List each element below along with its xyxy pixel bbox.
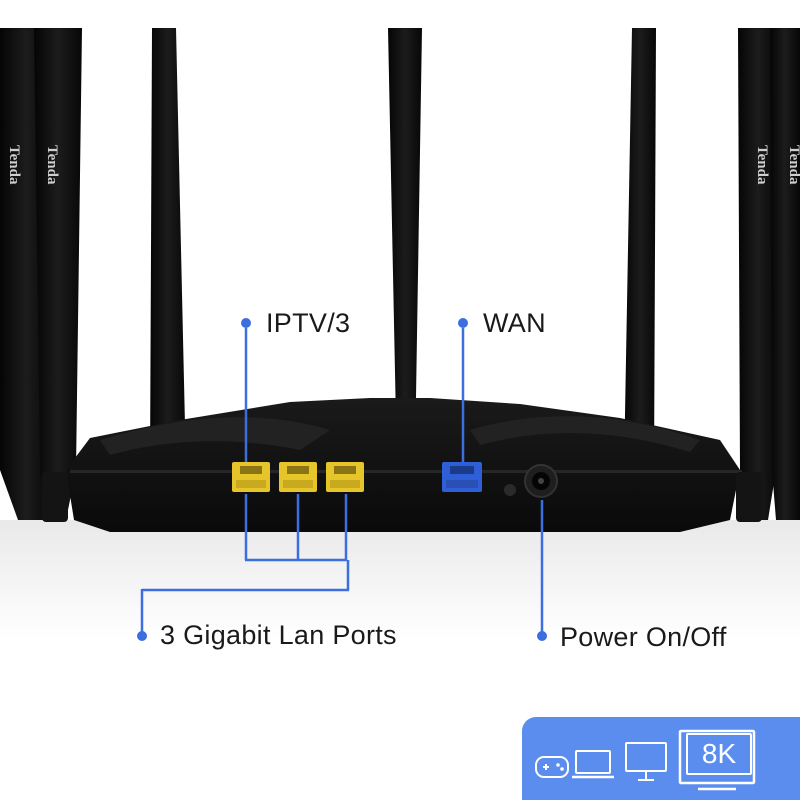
antenna-right-inner bbox=[738, 28, 778, 520]
antenna-left-inner bbox=[34, 28, 82, 520]
lan-port-2 bbox=[279, 462, 317, 492]
iptv-callout-line bbox=[241, 318, 251, 462]
antenna-left-center bbox=[150, 28, 186, 520]
antenna-brand-right-inner: Tenda bbox=[754, 145, 770, 185]
antenna-brand-right-outer: Tenda bbox=[786, 145, 800, 185]
power-label: Power On/Off bbox=[560, 622, 727, 652]
lan-port-3 bbox=[326, 462, 364, 492]
antenna-base-right bbox=[736, 472, 762, 522]
wan-label: WAN bbox=[483, 308, 546, 338]
power-jack bbox=[524, 464, 558, 498]
wan-port bbox=[442, 462, 482, 492]
device-badge: 8K bbox=[522, 717, 800, 800]
lan-label: 3 Gigabit Lan Ports bbox=[160, 620, 397, 650]
lan-callout-lines bbox=[137, 494, 350, 641]
antenna-brand-left-inner: Tenda bbox=[44, 145, 60, 185]
antenna-right-outer bbox=[770, 28, 800, 520]
gamepad-icon bbox=[535, 756, 569, 778]
monitor-icon bbox=[625, 742, 667, 781]
floor-reflection bbox=[0, 520, 800, 640]
iptv-label: IPTV/3 bbox=[266, 308, 351, 338]
router-body bbox=[66, 398, 742, 532]
reset-button bbox=[504, 484, 516, 496]
power-callout-line bbox=[537, 500, 547, 641]
lan-port-1 bbox=[232, 462, 270, 492]
laptop-icon bbox=[572, 750, 614, 779]
antenna-right-center bbox=[624, 28, 656, 520]
tv-icon bbox=[678, 729, 756, 791]
wan-callout-line bbox=[458, 318, 468, 462]
antenna-base-left bbox=[42, 472, 68, 522]
antenna-brand-left-outer: Tenda bbox=[6, 145, 22, 185]
antenna-center bbox=[388, 28, 422, 520]
resolution-8k-label: 8K bbox=[686, 733, 752, 775]
